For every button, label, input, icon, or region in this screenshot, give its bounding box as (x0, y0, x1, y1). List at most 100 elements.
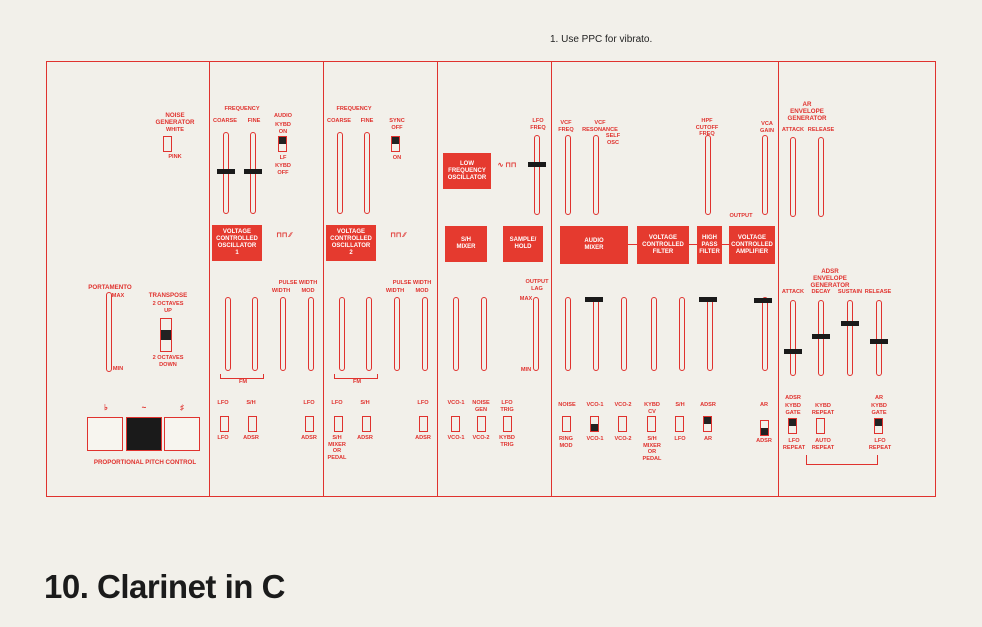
vco2-sync-off-label: SYNC OFF (389, 118, 405, 131)
vco1-pw-switch[interactable] (305, 416, 314, 432)
adsr-decay-knob[interactable] (812, 334, 830, 339)
vco2-pw-mod-slider[interactable] (422, 297, 428, 371)
vca-env-knob[interactable] (754, 298, 772, 303)
vco2-fm-slider-1[interactable] (339, 297, 345, 371)
mixer-vco1-slider[interactable] (593, 297, 599, 371)
adsr-sustain-slider[interactable] (847, 300, 853, 376)
ar-attack-slider[interactable] (790, 137, 796, 217)
ar-label: AR (874, 395, 884, 401)
vco1-mod-switch-1[interactable] (220, 416, 229, 432)
mixer-vco1-switch[interactable] (590, 416, 599, 432)
transpose-switch[interactable] (160, 318, 172, 352)
vcf-sh-switch[interactable] (675, 416, 684, 432)
min-label: MIN (112, 366, 124, 372)
adsr-env-label: ADSR ENVELOPE GENERATOR (810, 268, 850, 289)
vibrato-icon: ~ (141, 403, 147, 412)
vca-gain-label: VCA GAIN (760, 121, 774, 134)
adsr-sustain-knob[interactable] (841, 321, 859, 326)
vco1-mod-label: MOD (301, 288, 315, 294)
hpf-cutoff-label: HPF CUTOFF FREQ (695, 118, 719, 137)
adsr-attack-knob[interactable] (784, 349, 802, 354)
mixer-noise-switch[interactable] (562, 416, 571, 432)
ppc-sharp-pad[interactable] (164, 417, 200, 451)
ar-release-label: RELEASE (807, 127, 835, 133)
signal-wire (628, 244, 637, 245)
sh-vco1-slider[interactable] (453, 297, 459, 371)
vco2-pw-switch[interactable] (419, 416, 428, 432)
vco2-fine-slider[interactable] (364, 132, 370, 214)
adsr-release-knob[interactable] (870, 339, 888, 344)
sh-noise-slider[interactable] (481, 297, 487, 371)
vco2-mod-switch-2[interactable] (362, 416, 371, 432)
vcf-adsr-switch[interactable] (703, 416, 712, 432)
vco1-sh-label: S/H (246, 400, 256, 406)
vca-env-switch[interactable] (760, 420, 769, 436)
ppc-flat-pad[interactable] (87, 417, 123, 451)
vco2-mod-switch-1[interactable] (334, 416, 343, 432)
fm-bracket (220, 374, 264, 379)
vcf-resonance-slider[interactable] (593, 135, 599, 215)
vco2-fm-slider-2[interactable] (366, 297, 372, 371)
mixer-vco2-switch[interactable] (618, 416, 627, 432)
vco2-sh-mixer-pedal-label: S/H MIXER OR PEDAL (327, 435, 347, 461)
output-lag-slider[interactable] (533, 297, 539, 371)
vco1-lfo-label-2: LFO (217, 435, 229, 441)
vco1-pw-mod-slider[interactable] (308, 297, 314, 371)
sh-source-switch-2[interactable] (477, 416, 486, 432)
vcf-adsr-label: ADSR (700, 402, 716, 408)
sh-noise-gen-label: NOISE GEN (472, 400, 490, 413)
vca-env-slider[interactable] (762, 297, 768, 371)
vco1-width-label: WIDTH (271, 288, 291, 294)
sharp-icon: ♯ (180, 403, 184, 412)
lfo-freq-knob[interactable] (528, 162, 546, 167)
vco2-pw-width-slider[interactable] (394, 297, 400, 371)
adsr-decay-label: DECAY (811, 289, 831, 295)
vco2-adsr-label: ADSR (357, 435, 373, 441)
portamento-slider[interactable] (106, 292, 112, 372)
sh-trigger-switch[interactable] (503, 416, 512, 432)
mixer-vco2-label: VCO-2 (614, 402, 632, 408)
vcf-sh-label: S/H (675, 402, 685, 408)
vcf-freq-slider[interactable] (565, 135, 571, 215)
vco1-pw-width-slider[interactable] (280, 297, 286, 371)
vcf-freq-label: VCF FREQ (558, 120, 574, 133)
lfo-freq-slider[interactable] (534, 135, 540, 215)
noise-color-switch[interactable] (163, 136, 172, 152)
vco2-sync-switch[interactable] (391, 136, 400, 152)
vcf-adsr-knob[interactable] (699, 297, 717, 302)
page-title: 10. Clarinet in C (44, 568, 285, 605)
ar-release-slider[interactable] (818, 137, 824, 217)
vco1-range-switch[interactable] (278, 136, 287, 152)
vcf-sh-slider[interactable] (679, 297, 685, 371)
vcf-adsr-slider[interactable] (707, 297, 713, 371)
sh-source-switch-1[interactable] (451, 416, 460, 432)
ring-mod-label: RING MOD (559, 436, 573, 449)
ar-trigger-switch[interactable] (874, 418, 883, 434)
adsr-repeat-switch[interactable] (816, 418, 825, 434)
vco2-sh-label: S/H (360, 400, 370, 406)
vca-gain-slider[interactable] (762, 135, 768, 215)
mixer-noise-slider[interactable] (565, 297, 571, 371)
vcf-kybd-slider[interactable] (651, 297, 657, 371)
vco1-coarse-knob[interactable] (217, 169, 235, 174)
hpf-cutoff-slider[interactable] (705, 135, 711, 215)
vco1-lf-label: LF (279, 155, 287, 161)
mixer-vco1-knob[interactable] (585, 297, 603, 302)
vco1-fine-knob[interactable] (244, 169, 262, 174)
adsr-release-slider[interactable] (876, 300, 882, 376)
adsr-trigger-switch[interactable] (788, 418, 797, 434)
portamento-label: PORTAMENTO (88, 284, 132, 291)
waveform-icon-2: ⊓⊓ ∕∕ (390, 232, 406, 239)
two-octaves-down-label: 2 OCTAVES DOWN (152, 355, 184, 368)
mixer-vco2-slider[interactable] (621, 297, 627, 371)
vco1-fm-slider-2[interactable] (252, 297, 258, 371)
vcf-sh-mixer-pedal-label: S/H MIXER OR PEDAL (642, 436, 662, 462)
adsr-attack-label: ATTACK (781, 289, 805, 295)
vco2-coarse-slider[interactable] (337, 132, 343, 214)
vco1-kybd-on-label: KYBD ON (275, 122, 291, 135)
adsr-attack-slider[interactable] (790, 300, 796, 376)
vcf-kybd-switch[interactable] (647, 416, 656, 432)
vco1-fm-slider-1[interactable] (225, 297, 231, 371)
ppc-vibrato-pad[interactable] (126, 417, 162, 451)
vco1-mod-switch-2[interactable] (248, 416, 257, 432)
